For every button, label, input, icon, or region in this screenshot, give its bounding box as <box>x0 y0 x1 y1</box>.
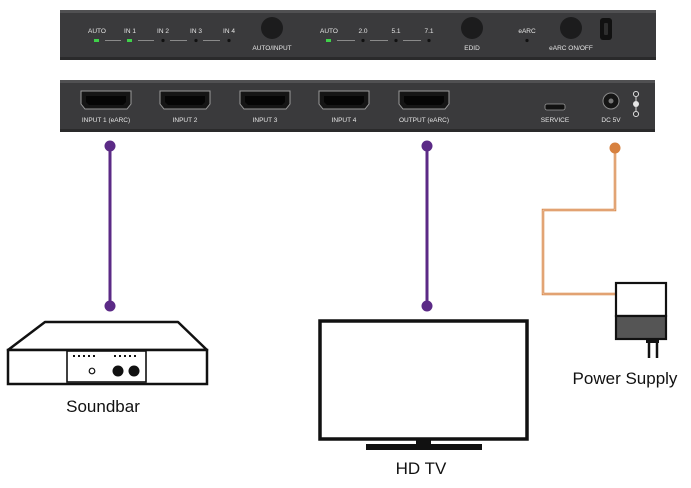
in1-label: IN 1 <box>124 28 136 35</box>
power-supply-label: Power Supply <box>573 369 678 388</box>
audio-20-label: 2.0 <box>358 28 367 35</box>
in3-led <box>194 38 198 43</box>
input-3-label: INPUT 3 <box>253 117 278 124</box>
auto-indicator-label: AUTO <box>88 28 106 35</box>
rear-panel: INPUT 1 (eARC) INPUT 2 INPUT 3 INPUT 4 O… <box>60 80 655 132</box>
tv-stand <box>366 444 482 450</box>
earc-on-off-button[interactable] <box>560 17 582 39</box>
hdmi-port-input-3[interactable] <box>239 90 291 110</box>
input-1-label: INPUT 1 (eARC) <box>82 117 130 124</box>
tv-screen <box>318 319 529 441</box>
audio-auto-led <box>326 39 331 42</box>
input-4-label: INPUT 4 <box>332 117 357 124</box>
input-2-label: INPUT 2 <box>173 117 198 124</box>
polarity-icon <box>632 90 640 118</box>
hdmi-port-input-1[interactable] <box>80 90 132 110</box>
in4-label: IN 4 <box>223 28 235 35</box>
earc-led <box>525 38 529 43</box>
auto-input-button-label: AUTO/INPUT <box>252 45 291 52</box>
hdmi-port-input-2[interactable] <box>159 90 211 110</box>
soundbar-device <box>6 320 209 386</box>
dc-5v-label: DC 5V <box>601 117 621 124</box>
hdmi-cable-soundbar <box>104 140 116 312</box>
audio-auto-label: AUTO <box>320 28 338 35</box>
power-adapter-device <box>614 281 668 358</box>
soundbar-sensor <box>88 367 96 375</box>
service-port[interactable] <box>544 103 566 111</box>
output-label: OUTPUT (eARC) <box>399 117 449 124</box>
audio-51-led <box>394 38 398 43</box>
hdmi-port-output[interactable] <box>398 90 450 110</box>
front-panel-body <box>60 10 656 60</box>
hdmi-cable-tv <box>421 140 433 312</box>
audio-71-led <box>427 38 431 43</box>
soundbar-knob-right <box>128 365 140 377</box>
hd-tv-device <box>318 319 529 450</box>
hdmi-port-input-4[interactable] <box>318 90 370 110</box>
soundbar-label: Soundbar <box>66 397 140 416</box>
in4-led <box>227 38 231 43</box>
earc-on-off-button-label: eARC ON/OFF <box>549 45 593 52</box>
in3-label: IN 3 <box>190 28 202 35</box>
soundbar-knob-left <box>112 365 124 377</box>
auto-input-button[interactable] <box>261 17 283 39</box>
in2-led <box>161 38 165 43</box>
service-label: SERVICE <box>541 117 570 124</box>
power-cable <box>541 142 621 296</box>
audio-20-led <box>361 38 365 43</box>
edid-button[interactable] <box>461 17 483 39</box>
auto-led <box>94 39 99 42</box>
edid-button-label: EDID <box>464 45 480 52</box>
front-panel: AUTO IN 1 IN 2 IN 3 IN 4 AUTO/INPUT AUTO… <box>60 10 656 60</box>
earc-label: eARC <box>518 28 536 35</box>
in2-label: IN 2 <box>157 28 169 35</box>
hd-tv-label: HD TV <box>396 459 447 478</box>
audio-71-label: 7.1 <box>424 28 433 35</box>
in1-led <box>127 39 132 42</box>
audio-51-label: 5.1 <box>391 28 400 35</box>
